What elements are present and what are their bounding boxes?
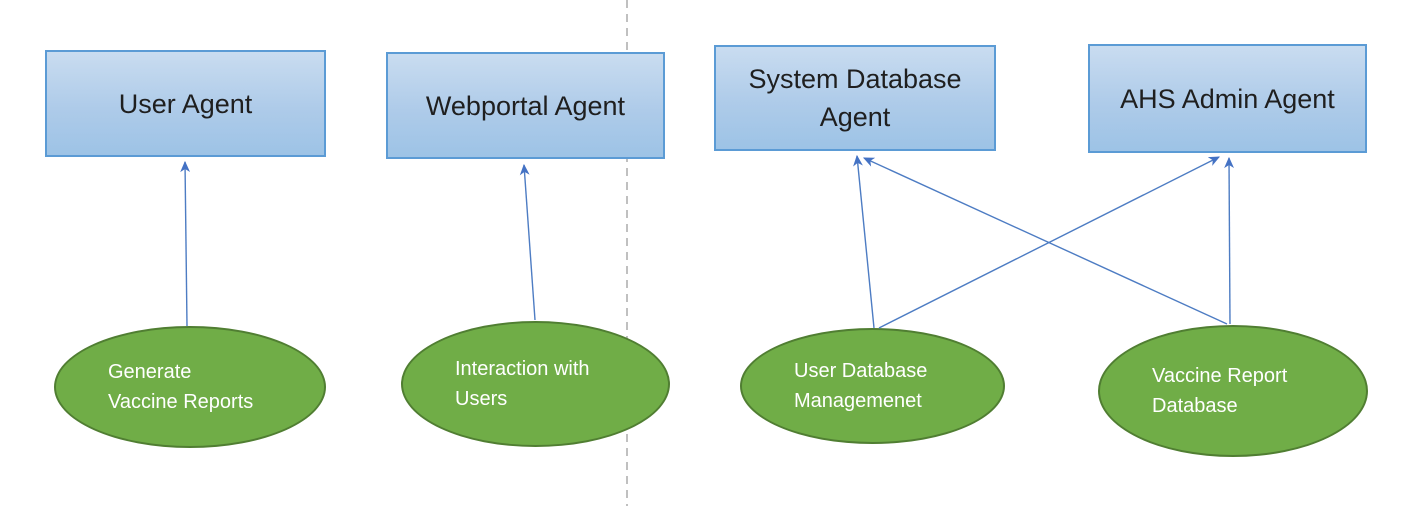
arrow-user-database-managemenet-to-system-database-agent	[853, 154, 875, 329]
agent-label: AHS Admin Agent	[1120, 83, 1335, 114]
agent-label: System Database	[748, 64, 962, 94]
agent-box-webportal-agent: Webportal Agent	[386, 52, 665, 159]
agent-box-system-database-agent: System Database Agent	[714, 45, 996, 151]
arrow-generate-vaccine-reports-to-user-agent	[180, 160, 191, 327]
task-ellipse-interaction-with-users: Interaction with Users	[401, 321, 670, 447]
task-ellipse-user-database-managemenet: User Database Managemenet	[740, 328, 1005, 444]
agent-box-ahs-admin-agent: AHS Admin Agent	[1088, 44, 1367, 153]
task-ellipse-vaccine-report-database: Vaccine Report Database	[1098, 325, 1368, 457]
agent-label-line2: Agent	[819, 102, 891, 132]
agent-box-user-agent: User Agent	[45, 50, 326, 157]
task-label-line2: Database	[1152, 395, 1238, 417]
agent-label: Webportal Agent	[425, 90, 626, 121]
task-label-line2: Managemenet	[794, 390, 922, 412]
task-label-line2: Users	[455, 388, 508, 410]
task-label-line2: Vaccine Reports	[108, 391, 254, 413]
arrow-vaccine-report-database-to-ahs-admin-agent	[1224, 156, 1234, 325]
task-label: User Database	[794, 360, 928, 382]
arrow-vaccine-report-database-to-system-database-agent	[862, 157, 1228, 325]
task-label: Vaccine Report	[1152, 365, 1288, 387]
task-label: Interaction with	[455, 358, 590, 380]
arrow-interaction-with-users-to-webportal-agent	[519, 163, 536, 321]
agent-label: User Agent	[118, 88, 253, 119]
task-ellipse-generate-vaccine-reports: Generate Vaccine Reports	[54, 326, 326, 448]
task-label: Generate	[108, 361, 192, 383]
